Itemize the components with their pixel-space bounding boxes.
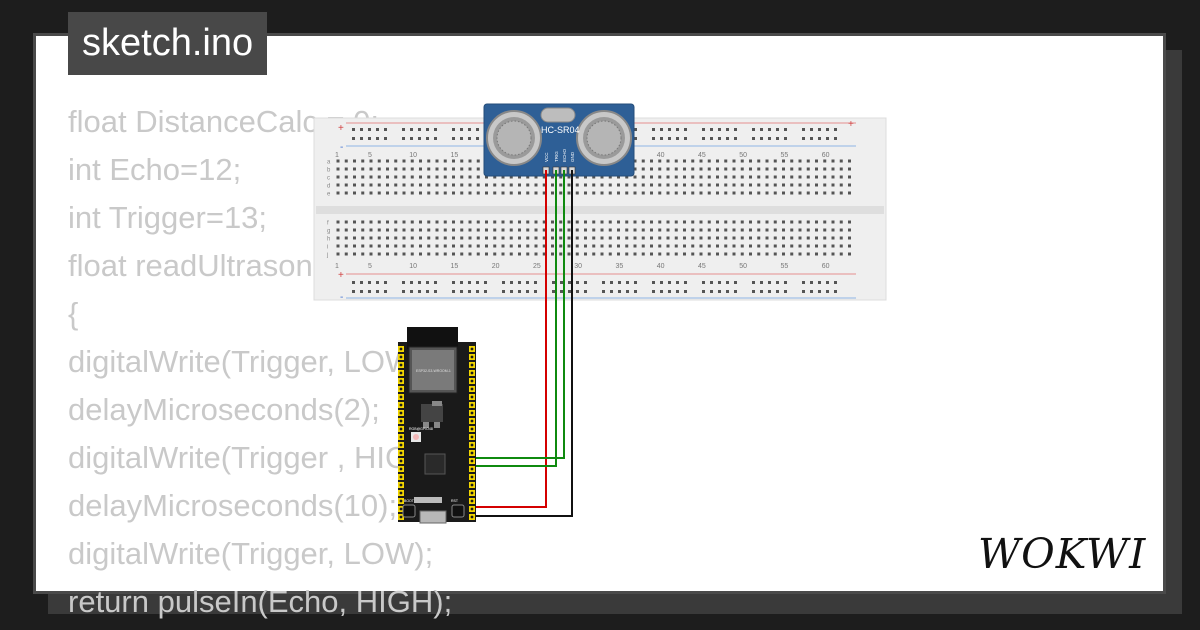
code-line: { (68, 296, 79, 331)
rgb-led (411, 432, 421, 442)
breadboard-row-letter: e (327, 192, 331, 198)
wokwi-logo-text: WOKWI (978, 530, 1146, 578)
sensor-transducer-left (486, 110, 542, 166)
breadboard-row-letter: g (327, 229, 330, 235)
sensor-pin-label: ECHO (562, 148, 567, 162)
breadboard-row-letter: a (327, 160, 331, 166)
breadboard-row-letter: j (326, 253, 328, 259)
breadboard-column-number: 40 (657, 152, 665, 159)
sensor-pin-label: TRIG (554, 151, 559, 162)
breadboard-column-number: 5 (368, 263, 372, 270)
esp32-board[interactable]: ESP32-S3-WROOM-1 RGB@GPIO48 BOOT RST (398, 327, 476, 524)
breadboard-column-number: 30 (574, 263, 582, 270)
breadboard-column-number: 60 (822, 152, 830, 159)
boot-button[interactable] (402, 504, 416, 518)
breadboard-column-number: 60 (822, 263, 830, 270)
breadboard-row-letter: h (327, 237, 330, 243)
rail-plus-label-top: + (338, 123, 344, 134)
breadboard-column-number: 50 (739, 152, 747, 159)
rail-minus-label-top: - (340, 142, 343, 153)
breadboard-column-number: 55 (781, 263, 789, 270)
breadboard-column-number: 15 (451, 152, 459, 159)
code-line: delayMicroseconds(10); (68, 488, 398, 523)
breadboard-column-number: 25 (533, 263, 541, 270)
breadboard-row-letter: c (327, 176, 330, 182)
rail-plus-label-bottom: + (338, 270, 344, 281)
breadboard-column-number: 55 (781, 152, 789, 159)
rst-label: RST (451, 499, 459, 503)
code-line: return pulseIn(Echo, HIGH); (68, 584, 453, 619)
code-line: digitalWrite(Trigger, LOW); (68, 536, 434, 571)
breadboard-row-letter: f (327, 221, 329, 227)
breadboard-row-letter: b (327, 168, 331, 174)
esp32-module: ESP32-S3-WROOM-1 (408, 346, 458, 394)
usb-port (419, 510, 447, 524)
boot-label: BOOT (404, 499, 415, 503)
breadboard-row-letter: i (327, 245, 328, 251)
breadboard-row-letter: d (327, 184, 330, 190)
rail-plus-label-top-right: + (848, 119, 854, 130)
module-label: ESP32-S3-WROOM-1 (416, 369, 451, 373)
rst-button[interactable] (451, 504, 465, 518)
code-line: int Trigger=13; (68, 200, 268, 235)
breadboard-column-number: 5 (368, 152, 372, 159)
breadboard-column-number: 40 (657, 263, 665, 270)
sensor-transducer-right (576, 110, 632, 166)
breadboard-column-number: 45 (698, 263, 706, 270)
sensor-pin-label: VCC (544, 152, 549, 162)
breadboard-column-number: 45 (698, 152, 706, 159)
rail-minus-label-bottom: - (340, 292, 343, 303)
breadboard-column-number: 1 (335, 152, 339, 159)
breadboard-column-number: 20 (492, 263, 500, 270)
breadboard-column-number: 35 (616, 263, 624, 270)
code-line: int Echo=12; (68, 152, 242, 187)
sensor-pin-label: GND (570, 151, 575, 162)
breadboard-column-number: 15 (451, 263, 459, 270)
sensor-label: HC-SR04 (541, 125, 580, 135)
breadboard-column-number: 50 (739, 263, 747, 270)
breadboard-column-number: 10 (409, 152, 417, 159)
breadboard-column-number: 1 (335, 263, 339, 270)
rgb-label: RGB@GPIO48 (409, 427, 433, 431)
filename-tab: sketch.ino (68, 12, 268, 75)
code-line: delayMicroseconds(2); (68, 392, 380, 427)
wokwi-logo: WOKWI (978, 530, 1146, 578)
breadboard-column-number: 10 (409, 263, 417, 270)
